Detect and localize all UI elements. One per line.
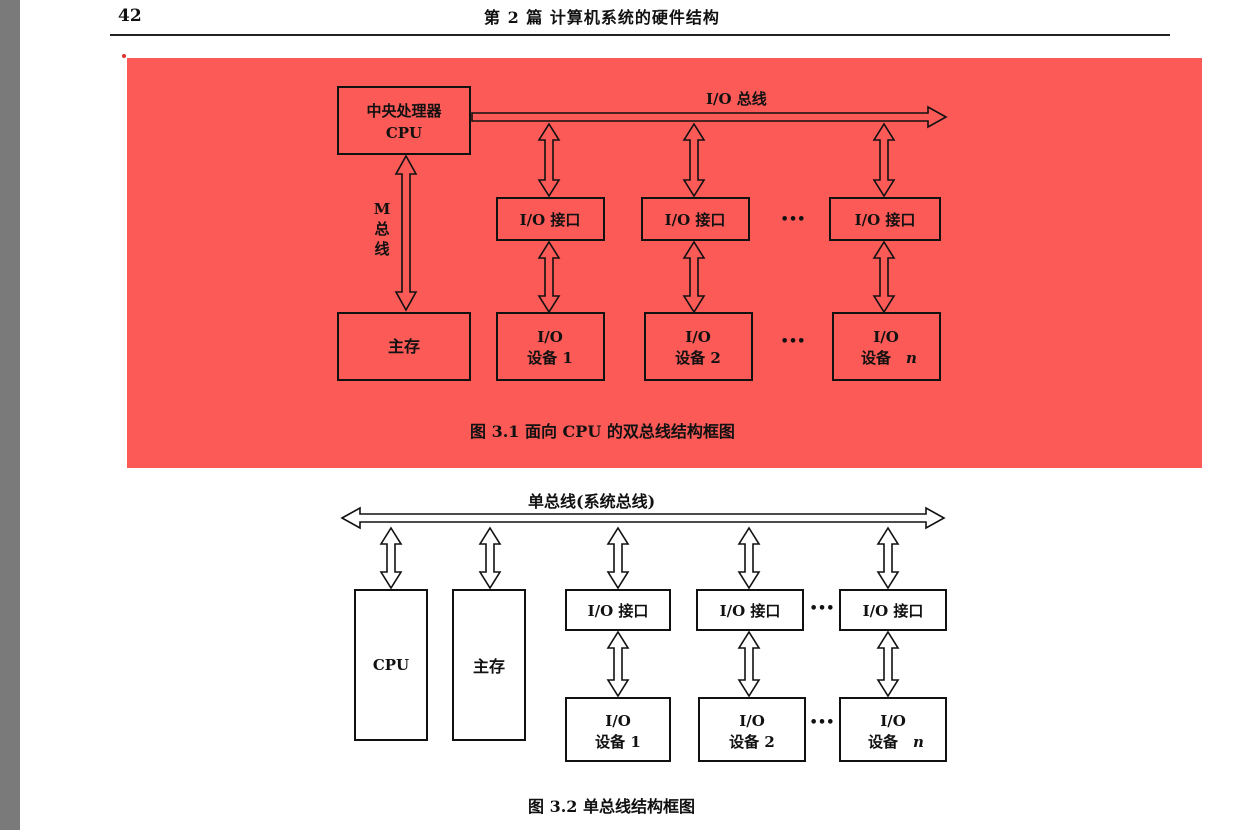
m-bus-label-m: M — [374, 200, 391, 218]
io-interface-label-2-2: I/O 接口 — [720, 602, 781, 620]
io-device-2-line1: I/O — [685, 328, 711, 346]
selection-highlight — [127, 58, 1202, 468]
io-interface-box-2-1 — [565, 589, 671, 631]
bus-interface-arrow-2-n — [876, 526, 900, 590]
io-interface-label-n: I/O 接口 — [855, 211, 916, 229]
memory-box-2 — [452, 589, 526, 741]
system-bus-label: 单总线(系统总线) — [528, 492, 655, 511]
header-rule — [110, 34, 1170, 36]
figure-3-2-caption: 图 3.2 单总线结构框图 — [528, 797, 695, 816]
io-device-1-line1: I/O — [537, 328, 563, 346]
cpu-box-2 — [354, 589, 428, 741]
cpu-box — [337, 86, 471, 155]
ellipsis-interfaces-2: ••• — [810, 601, 835, 616]
io-device-n-var: n — [906, 349, 917, 367]
m-bus-arrow — [394, 154, 418, 312]
interface-device-arrow-2-2 — [737, 630, 761, 698]
io-interface-box-2-2 — [696, 589, 804, 631]
cpu-box-2-label: CPU — [373, 656, 409, 674]
interface-device-arrow-1 — [537, 240, 561, 314]
io-bus-label: I/O 总线 — [706, 90, 767, 108]
io-device-n-line2: 设备 — [861, 349, 892, 367]
interface-device-arrow-2 — [682, 240, 706, 314]
viewer-left-strip — [0, 0, 20, 830]
cpu-box-label-2: CPU — [386, 124, 422, 142]
figure-3-1: I/O 总线 中央处理器 CPU M 总 线 主存 I/O 接口 I/O 设备 … — [337, 86, 948, 441]
io-device-n-line1: I/O — [873, 328, 899, 346]
io-device-2-1-line2: 设备 1 — [595, 733, 641, 751]
memory-box — [337, 312, 471, 381]
io-interface-label-2: I/O 接口 — [665, 211, 726, 229]
io-device-1-line2: 设备 1 — [527, 349, 573, 367]
interface-device-arrow-2-n — [876, 630, 900, 698]
io-device-box-1 — [496, 312, 605, 381]
io-device-box-2 — [644, 312, 753, 381]
m-bus-label-xian: 线 — [374, 240, 389, 258]
ellipsis-devices-2: ••• — [810, 715, 835, 730]
io-device-box-n — [832, 312, 941, 381]
bus-interface-arrow-2 — [682, 122, 706, 198]
io-device-2-2-line2: 设备 2 — [729, 733, 775, 751]
ellipsis-interfaces: ••• — [781, 212, 806, 227]
io-interface-box-n — [829, 197, 941, 241]
io-device-box-2-2 — [698, 697, 806, 762]
io-interface-label-2-n: I/O 接口 — [863, 602, 924, 620]
bus-interface-arrow-1 — [537, 122, 561, 198]
io-device-2-n-line2: 设备 — [868, 733, 899, 751]
bus-interface-arrow-n — [872, 122, 896, 198]
figure-3-1-caption: 图 3.1 面向 CPU 的双总线结构框图 — [470, 422, 735, 441]
io-device-2-2-line1: I/O — [739, 712, 765, 730]
m-bus-label-zong: 总 — [374, 220, 389, 238]
running-title: 第 2 篇 计算机系统的硬件结构 — [484, 8, 720, 27]
cpu-box-label-1: 中央处理器 — [366, 102, 442, 120]
memory-box-label: 主存 — [388, 337, 420, 356]
io-device-2-1-line1: I/O — [605, 712, 631, 730]
bus-cpu-arrow — [379, 526, 403, 590]
io-interface-label-1: I/O 接口 — [520, 211, 581, 229]
io-interface-box-2 — [641, 197, 750, 241]
io-interface-label-2-1: I/O 接口 — [588, 602, 649, 620]
bus-interface-arrow-2-2 — [737, 526, 761, 590]
page-number: 42 — [118, 6, 142, 26]
io-device-2-n-line1: I/O — [880, 712, 906, 730]
interface-device-arrow-2-1 — [606, 630, 630, 698]
io-device-box-2-n — [839, 697, 947, 762]
io-interface-box-1 — [496, 197, 605, 241]
io-bus-arrow — [471, 105, 948, 129]
highlight-marker — [122, 54, 126, 58]
bus-memory-arrow — [478, 526, 502, 590]
system-bus-arrow — [340, 506, 946, 530]
memory-box-2-label: 主存 — [473, 657, 505, 676]
io-device-2-n-var: n — [913, 733, 924, 751]
io-device-box-2-1 — [565, 697, 671, 762]
bus-interface-arrow-2-1 — [606, 526, 630, 590]
figure-3-2: 单总线(系统总线) CPU 主存 I/O 接口 I/O 设备 1 I/O 接口 — [340, 492, 947, 816]
io-interface-box-2-n — [839, 589, 947, 631]
io-device-2-line2: 设备 2 — [675, 349, 721, 367]
interface-device-arrow-n — [872, 240, 896, 314]
ellipsis-devices: ••• — [781, 334, 806, 349]
